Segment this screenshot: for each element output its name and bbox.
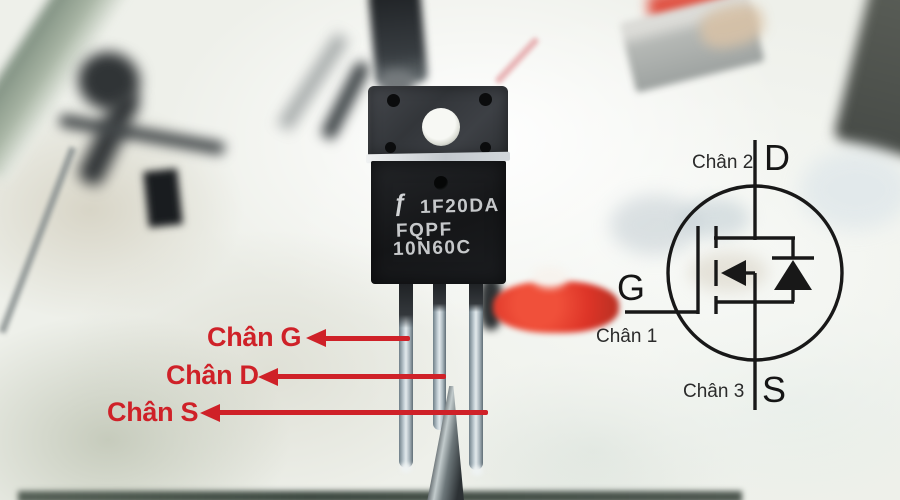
pin-label-source: Chân S bbox=[107, 397, 199, 427]
fairchild-logo: ƒ bbox=[392, 189, 409, 218]
pin-label-drain: Chân D bbox=[166, 360, 259, 390]
transistor-mounting-hole bbox=[422, 108, 460, 146]
diode-triangle bbox=[774, 260, 812, 290]
leg-drain bbox=[433, 284, 446, 430]
tab-dimple bbox=[480, 142, 491, 153]
arrow-head-drain bbox=[258, 368, 278, 386]
leg-tip-glint bbox=[400, 463, 412, 473]
schematic-pin3-label: Chân 3 bbox=[683, 381, 745, 402]
blurred-bottom-edge bbox=[18, 491, 742, 500]
blurred-red-spool bbox=[493, 281, 619, 333]
body-dimple bbox=[434, 176, 448, 190]
pin-label-gate: Chân G bbox=[207, 322, 302, 352]
leg-source bbox=[469, 284, 483, 470]
body-arrow bbox=[721, 260, 746, 286]
schematic-source-label: S bbox=[762, 369, 787, 410]
arrow-line-drain bbox=[276, 374, 446, 379]
leg-dark-section bbox=[399, 284, 413, 328]
schematic-drain-label: D bbox=[764, 137, 790, 178]
mosfet-symbol-diagram bbox=[625, 140, 844, 410]
tab-dimple bbox=[387, 94, 400, 107]
red-spool-highlight bbox=[532, 266, 568, 288]
arrow-line-gate bbox=[324, 336, 410, 341]
schematic-pin1-label: Chân 1 bbox=[596, 326, 658, 347]
leg-tip-glint bbox=[471, 466, 483, 476]
marking-part-number: 10N60C bbox=[392, 236, 472, 261]
schematic-gate-label: G bbox=[617, 267, 646, 308]
arrow-head-gate bbox=[306, 329, 326, 347]
tab-dimple bbox=[479, 93, 492, 106]
schematic-pin2-label: Chân 2 bbox=[692, 152, 754, 173]
leg-dark-section bbox=[469, 284, 483, 312]
marking-lot-code: 1F20DA bbox=[419, 194, 501, 219]
leg-dark-section bbox=[433, 284, 446, 312]
arrow-head-source bbox=[200, 404, 220, 422]
blurred-black-part bbox=[143, 168, 183, 228]
tab-dimple bbox=[385, 142, 396, 153]
background-haze bbox=[800, 150, 900, 230]
arrow-line-source bbox=[218, 410, 488, 415]
